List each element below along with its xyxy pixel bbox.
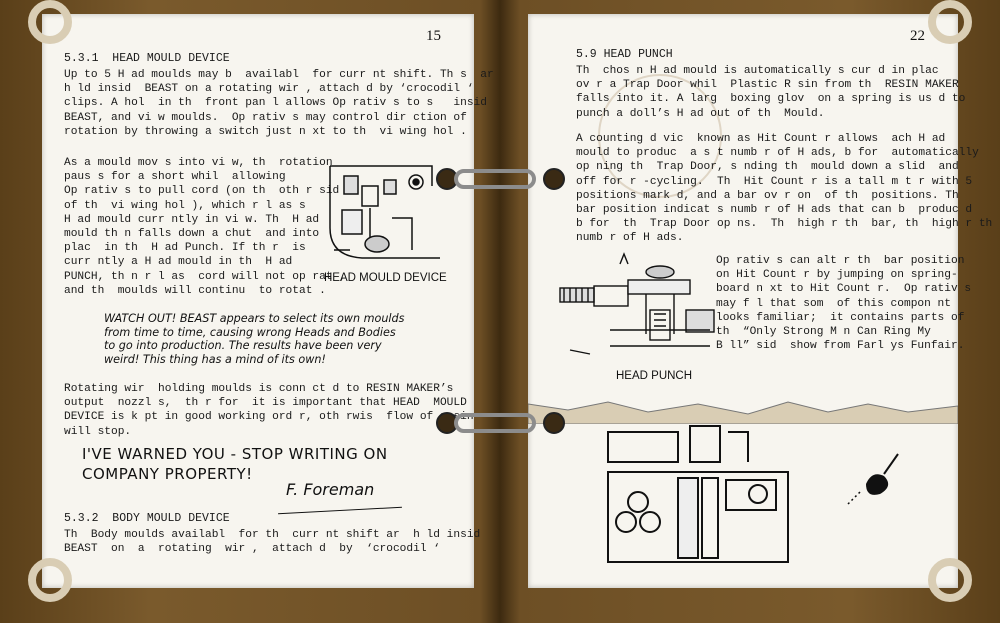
section-heading: 5.9 HEAD PUNCH	[576, 48, 673, 61]
handwritten-warning: I'VE WARNED YOU - STOP WRITING ON COMPAN…	[82, 445, 388, 483]
page-corner-top-left	[28, 0, 72, 44]
right-page: 22 5.9 HEAD PUNCH Th chos n H ad mould i…	[528, 0, 992, 602]
signature: F. Foreman	[286, 480, 375, 499]
head-punch-illustration	[559, 252, 715, 355]
handwritten-note: WATCH OUT! BEAST appears to select its o…	[104, 312, 405, 366]
paragraph: As a mould mov s into vi w, th rotation …	[64, 157, 346, 297]
paragraph: Up to 5 H ad moulds may b availabl for c…	[64, 69, 494, 138]
figure-caption: HEAD PUNCH	[616, 370, 693, 382]
head-mould-device-illustration	[329, 165, 440, 259]
paragraph: Th Body moulds availabl for th curr nt s…	[64, 529, 481, 556]
page-corner-bottom-right	[928, 558, 972, 602]
binder-ring-top	[454, 169, 536, 189]
paragraph: Rotating wir holding moulds is conn ct d…	[64, 383, 474, 438]
paragraph: Th chos n H ad mould is automatically s …	[576, 65, 966, 120]
binder-ring-bottom	[454, 413, 536, 433]
binder-hole	[543, 168, 565, 190]
paragraph: A counting d vic known as Hit Count r al…	[576, 133, 993, 245]
page-corner-top-right	[928, 0, 972, 44]
binder-hole	[543, 412, 565, 434]
page-corner-bottom-left	[28, 558, 72, 602]
paragraph: Op rativ s can alt r th bar position on …	[716, 255, 972, 353]
coffee-ring-stain	[598, 74, 722, 198]
torn-paper-edge	[528, 401, 958, 424]
page-number: 15	[426, 28, 441, 44]
splat-mark	[845, 453, 899, 507]
figure-caption: HEAD MOULD DEVICE	[324, 272, 447, 284]
section-heading: 5.3.2 BODY MOULD DEVICE	[64, 512, 230, 525]
section-heading: 5.3.1 HEAD MOULD DEVICE	[64, 52, 230, 65]
machinery-illustration	[607, 425, 789, 563]
page-number: 22	[910, 28, 925, 44]
signature-underline	[278, 506, 402, 515]
left-page: 15 5.3.1 HEAD MOULD DEVICE Up to 5 H ad …	[28, 0, 494, 602]
